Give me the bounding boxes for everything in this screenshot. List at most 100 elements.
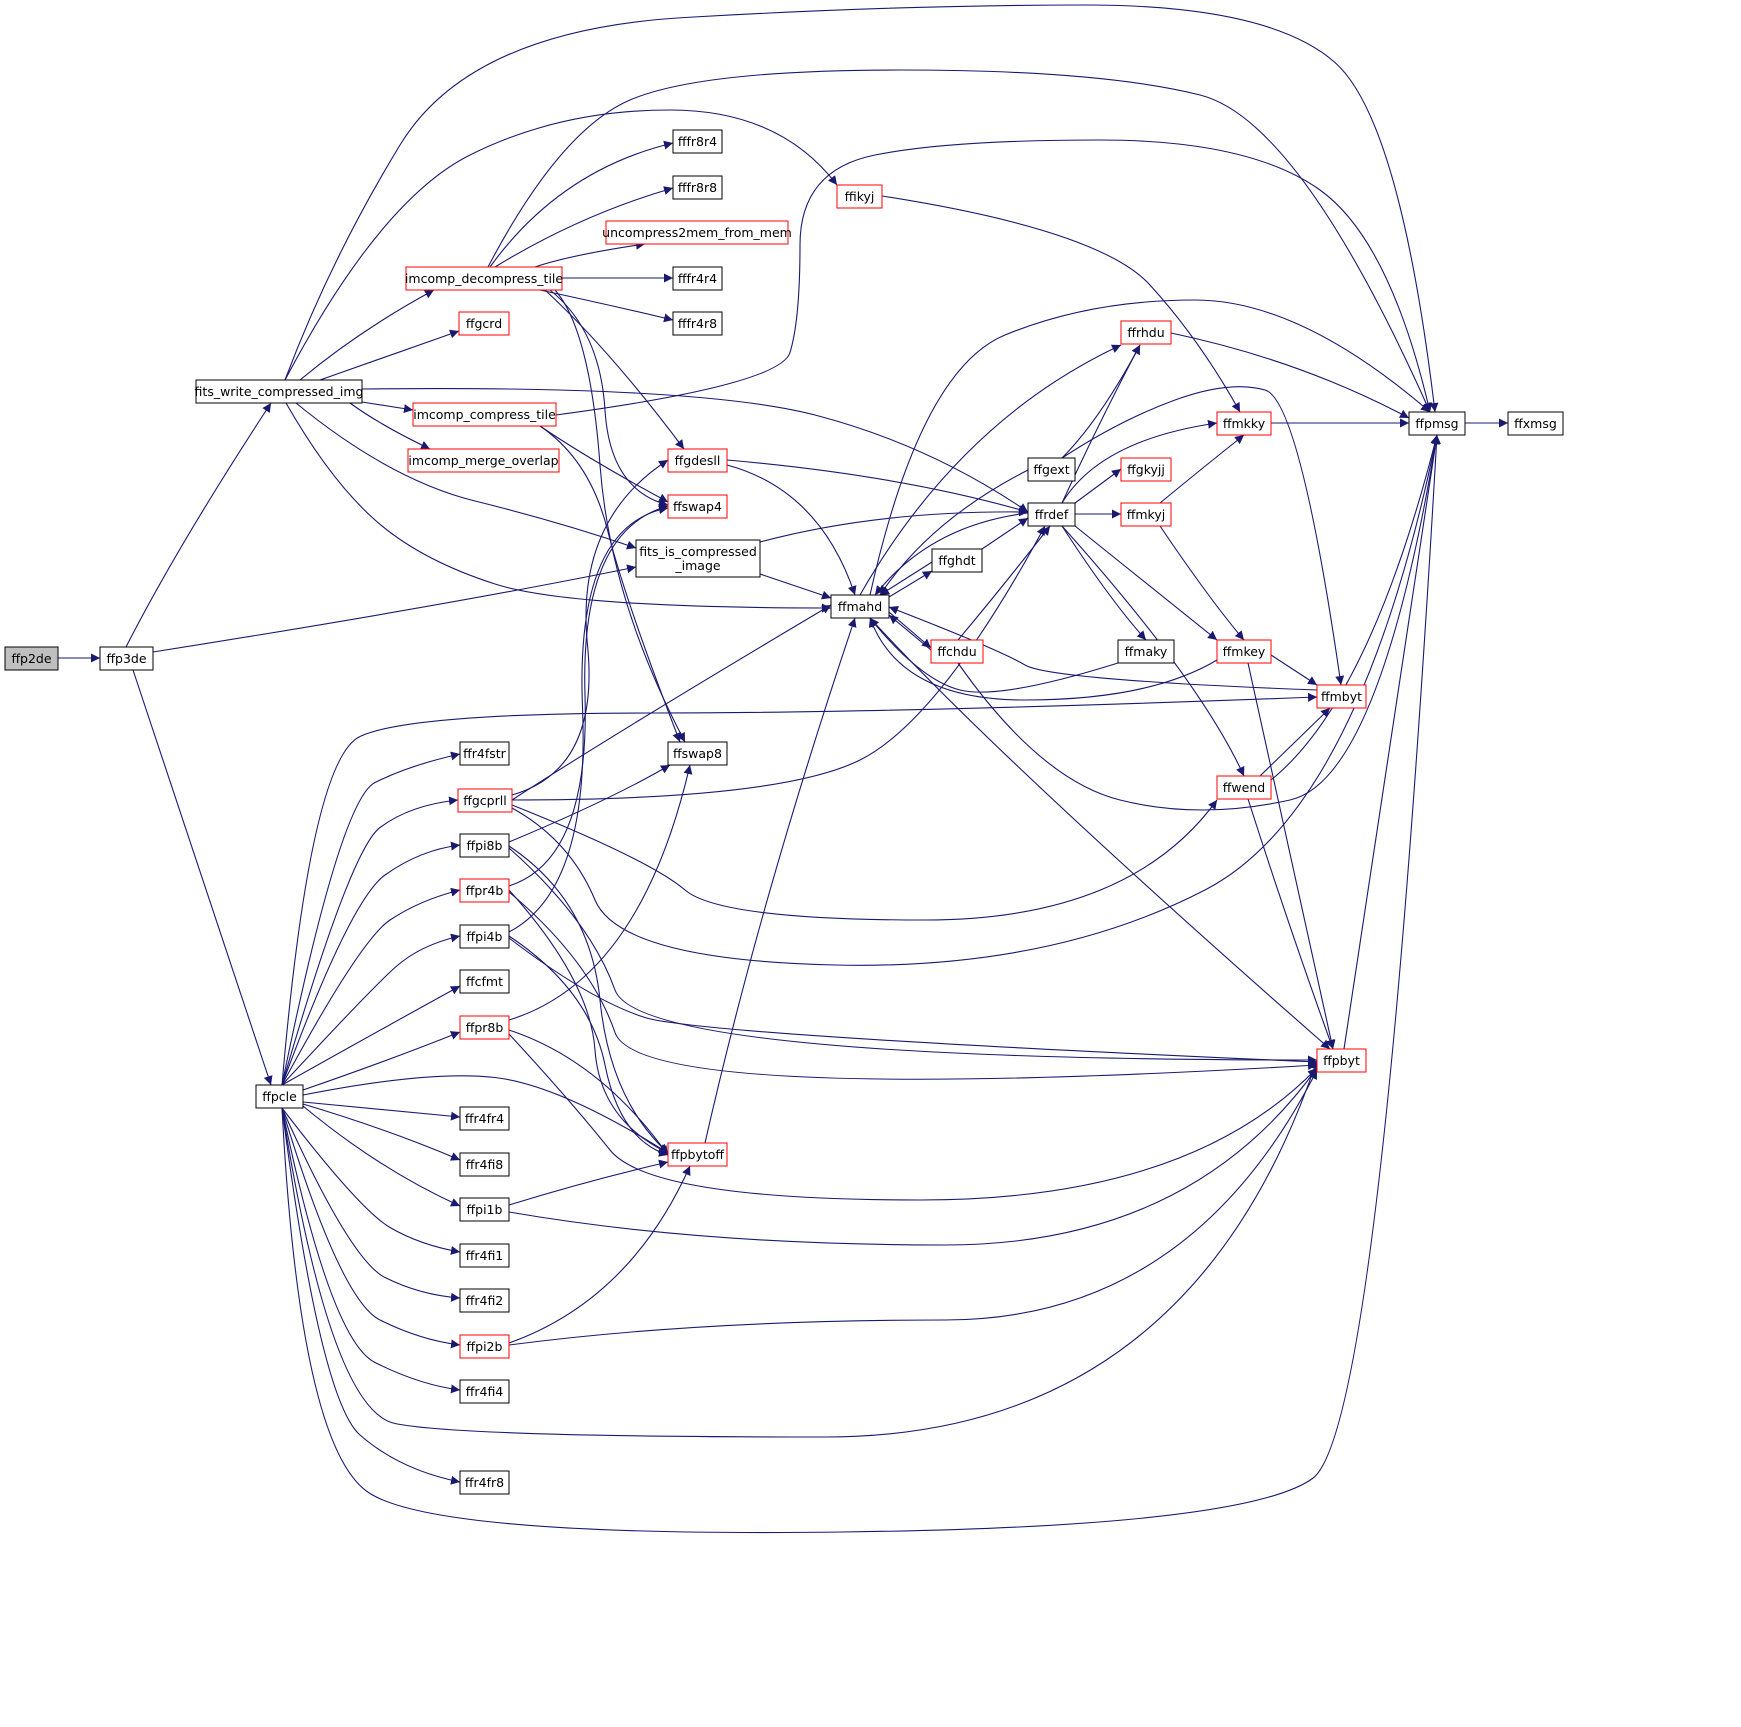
node-label: ffr4fi8	[466, 1157, 504, 1172]
edge-ffmkey-to-ffmbyt	[1270, 654, 1318, 686]
node-uncompress2mem-from-mem[interactable]: uncompress2mem_from_mem	[602, 220, 792, 245]
node-ffpbyt[interactable]: ffpbyt	[1316, 1048, 1367, 1073]
edge-ffrdef-to-ffmkky	[1061, 419, 1218, 504]
node-ffrdef[interactable]: ffrdef	[1027, 502, 1076, 527]
node-fffr8r4[interactable]: fffr8r4	[672, 129, 723, 154]
edge-ffchdu-to-ffrdef	[957, 525, 1051, 641]
node-ffpr8b[interactable]: ffpr8b	[459, 1015, 510, 1040]
node-label: uncompress2mem_from_mem	[602, 225, 792, 240]
edge-ffgcprll-to-ffgdesll	[511, 459, 669, 796]
node-label: ffr4fi2	[466, 1293, 504, 1308]
edge-imcomp_compress_tile-to-ffpmsg	[555, 139, 1433, 416]
edge-imcomp_decompress_tile-to-fffr8r4	[489, 140, 674, 268]
edge-ffpcle-to-ffr4fi4	[281, 1107, 461, 1394]
node-ffrhdu[interactable]: ffrhdu	[1120, 320, 1172, 345]
node-imcomp-compress-tile[interactable]: imcomp_compress_tile	[412, 402, 557, 427]
edge-ffrdef-to-ffmaky	[1061, 525, 1147, 641]
node-ffwend[interactable]: ffwend	[1216, 775, 1272, 800]
node-ffswap8[interactable]: ffswap8	[667, 741, 728, 766]
node-ffp2de: ffp2de	[4, 646, 59, 671]
node-ffr4fi4[interactable]: ffr4fi4	[459, 1379, 510, 1404]
node-fits-is-compressed-image[interactable]: fits_is_compressed_image	[635, 539, 761, 578]
node-ffr4fi8[interactable]: ffr4fi8	[459, 1152, 510, 1177]
edge-ffgcprll-to-ffwend	[511, 799, 1218, 921]
node-box	[195, 379, 363, 404]
node-ffpr4b[interactable]: ffpr4b	[459, 878, 510, 903]
node-ffxmsg[interactable]: ffxmsg	[1507, 411, 1564, 436]
node-ffgext[interactable]: ffgext	[1027, 457, 1076, 482]
node-box	[605, 220, 789, 245]
node-ffgcrd[interactable]: ffgcrd	[458, 311, 510, 336]
node-label: imcomp_decompress_tile	[405, 271, 563, 286]
edge-fits_write_compressed_img-to-imcomp_compress_tile	[361, 401, 414, 414]
node-imcomp-merge-overlap[interactable]: imcomp_merge_overlap	[407, 448, 560, 473]
edge-imcomp_decompress_tile-to-ffswap4	[549, 289, 669, 508]
node-ffpi4b[interactable]: ffpi4b	[459, 924, 510, 949]
node-box	[667, 448, 728, 473]
node-ffpcle[interactable]: ffpcle	[255, 1084, 304, 1109]
node-label: ffpmsg	[1415, 416, 1458, 431]
edge-ffmkyj-to-ffmkky	[1159, 434, 1245, 504]
node-ffmaky[interactable]: ffmaky	[1117, 639, 1175, 664]
node-ffgkyjj[interactable]: ffgkyjj	[1120, 457, 1172, 482]
node-box	[1216, 775, 1272, 800]
node-fits-write-compressed-img[interactable]: fits_write_compressed_img	[195, 379, 364, 404]
node-label: ffr4fr4	[465, 1111, 504, 1126]
node-box	[255, 1084, 304, 1109]
node-ffmahd[interactable]: ffmahd	[830, 594, 890, 619]
node-ffpi2b[interactable]: ffpi2b	[459, 1334, 510, 1359]
node-box	[412, 402, 557, 427]
node-label: ffp2de	[11, 651, 51, 666]
node-box	[1216, 639, 1272, 664]
node-ffswap4[interactable]: ffswap4	[667, 494, 728, 519]
node-ffmkky[interactable]: ffmkky	[1216, 411, 1272, 436]
node-label: ffgdesll	[675, 453, 721, 468]
node-box	[459, 1197, 510, 1222]
node-ffmkey[interactable]: ffmkey	[1216, 639, 1272, 664]
edge-ffpcle-to-ffpi1b	[302, 1105, 461, 1207]
node-ffpmsg[interactable]: ffpmsg	[1408, 411, 1466, 436]
node-fffr8r8[interactable]: fffr8r8	[672, 175, 723, 200]
node-ffpi1b[interactable]: ffpi1b	[459, 1197, 510, 1222]
node-box	[459, 1243, 510, 1268]
node-ffr4fi1[interactable]: ffr4fi1	[459, 1243, 510, 1268]
node-box	[931, 548, 983, 573]
node-label: ffpi8b	[467, 838, 503, 853]
node-ffmkyj[interactable]: ffmkyj	[1120, 502, 1172, 527]
node-ffcfmt[interactable]: ffcfmt	[459, 969, 510, 994]
node-fffr4r8[interactable]: fffr4r8	[672, 311, 723, 336]
edge-ffmkey-to-ffpbyt	[1247, 662, 1336, 1050]
node-ffghdt[interactable]: ffghdt	[931, 548, 983, 573]
node-label: ffpi1b	[467, 1202, 503, 1217]
node-ffr4fi2[interactable]: ffr4fi2	[459, 1288, 510, 1313]
node-box	[1120, 457, 1172, 482]
node-box	[1027, 457, 1076, 482]
edge-ffikyj-to-ffmkky	[881, 195, 1241, 413]
edge-fits_write_compressed_img-to-ffikyj	[284, 109, 838, 381]
node-ffchdu[interactable]: ffchdu	[930, 639, 984, 664]
node-label: ffghdt	[938, 553, 975, 568]
node-ffpbytoff[interactable]: ffpbytoff	[667, 1142, 728, 1167]
node-ffr4fr8[interactable]: ffr4fr8	[459, 1470, 510, 1495]
node-ffp3de[interactable]: ffp3de	[99, 646, 154, 671]
node-ffgcprll[interactable]: ffgcprll	[457, 788, 513, 813]
node-fffr4r4[interactable]: fffr4r4	[672, 266, 723, 291]
node-imcomp-decompress-tile[interactable]: imcomp_decompress_tile	[405, 266, 563, 291]
edge-ffpcle-to-ffpi4b	[281, 933, 461, 1086]
node-ffpi8b[interactable]: ffpi8b	[459, 833, 510, 858]
edge-fits_write_compressed_img-to-imcomp_decompress_tile	[299, 289, 435, 381]
node-ffikyj[interactable]: ffikyj	[836, 184, 883, 209]
node-ffr4fr4[interactable]: ffr4fr4	[459, 1106, 510, 1131]
node-ffgdesll[interactable]: ffgdesll	[667, 448, 728, 473]
node-label: ffpbytoff	[671, 1147, 724, 1162]
node-ffr4fstr[interactable]: ffr4fstr	[459, 741, 510, 766]
node-box	[1316, 684, 1367, 709]
edge-ffgcprll-to-ffpmsg	[511, 434, 1440, 966]
edge-imcomp_decompress_tile-to-fffr4r8	[539, 289, 674, 323]
edge-ffpcle-to-ffr4fr4	[302, 1101, 461, 1121]
node-box	[672, 266, 723, 291]
node-box	[667, 494, 728, 519]
node-ffmbyt[interactable]: ffmbyt	[1316, 684, 1367, 709]
node-box	[667, 741, 728, 766]
